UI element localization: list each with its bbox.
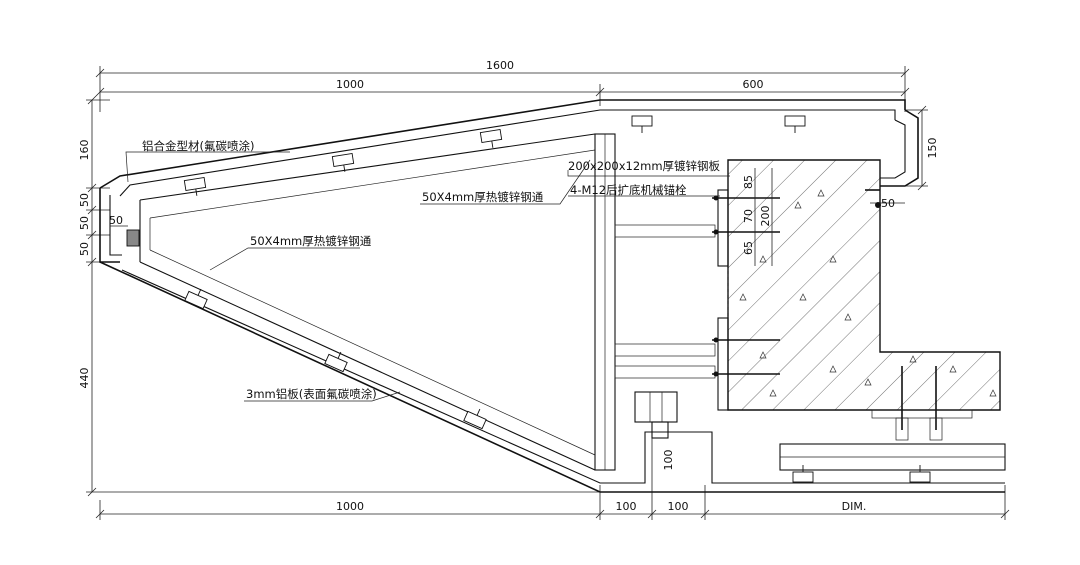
label-anchor-bolt: 4-M12后扩底机械锚栓 — [570, 183, 687, 197]
dim-50-c: 50 — [78, 242, 91, 256]
dim-150: 150 — [926, 138, 939, 159]
clip-bracket — [631, 115, 653, 133]
aluminium-cladding — [99, 99, 1005, 493]
dim-50-nose: 50 — [109, 214, 123, 227]
dim-100-a: 100 — [616, 500, 637, 513]
dim-85: 85 — [742, 175, 755, 189]
dim-200: 200 — [759, 206, 772, 227]
anchor-bolts — [712, 189, 937, 430]
top-dimensions: 1600 1000 600 — [95, 59, 910, 112]
annotations: 铝合金型材(氟碳喷涂) 200x200x12mm厚镀锌钢板 4-M12后扩底机械… — [125, 139, 730, 402]
dim-440: 440 — [78, 368, 91, 389]
label-steel-tube-lower: 50X4mm厚热镀锌钢通 — [250, 234, 372, 248]
bottom-dimensions: 1000 100 100 DIM. — [95, 485, 1010, 520]
dim-50-a: 50 — [78, 193, 91, 207]
clip-bracket — [479, 128, 503, 148]
clip-bracket — [184, 288, 208, 310]
dim-160: 160 — [78, 140, 91, 161]
dim-1000-top: 1000 — [336, 78, 364, 91]
nose-dimension: 50 — [109, 214, 128, 227]
dim-1600: 1600 — [486, 59, 514, 72]
right-dimensions: 150 50 100 — [651, 105, 939, 485]
dim-100-b: 100 — [668, 500, 689, 513]
steel-frame — [139, 133, 716, 471]
dim-70: 70 — [742, 209, 755, 223]
dim-65: 65 — [742, 241, 755, 255]
clip-bracket — [126, 229, 140, 247]
dim-1000-bottom: 1000 — [336, 500, 364, 513]
clip-bracket — [909, 465, 931, 483]
dim-50-b: 50 — [78, 216, 91, 230]
clip-bracket — [784, 115, 806, 133]
dim-600: 600 — [743, 78, 764, 91]
clip-bracket — [463, 408, 487, 430]
left-dimensions: 160 50 50 50 440 — [78, 95, 600, 497]
dim-dim: DIM. — [842, 500, 867, 513]
dim-50-right: 50 — [881, 197, 895, 210]
clip-bracket — [324, 351, 348, 373]
label-steel-tube-upper: 50X4mm厚热镀锌钢通 — [422, 190, 544, 204]
clip-bracket — [792, 465, 814, 483]
embed-plates: 85 70 200 65 — [712, 168, 973, 441]
label-alu-profile: 铝合金型材(氟碳喷涂) — [142, 139, 254, 153]
label-steel-plate: 200x200x12mm厚镀锌钢板 — [568, 159, 721, 173]
dim-100-vertical: 100 — [662, 450, 675, 471]
clip-bracket — [331, 152, 355, 172]
clip-brackets — [126, 115, 931, 483]
aggregate-marks — [739, 189, 997, 397]
label-alu-panel: 3mm铝板(表面氟碳喷涂) — [246, 387, 377, 401]
clip-bracket — [183, 176, 207, 196]
